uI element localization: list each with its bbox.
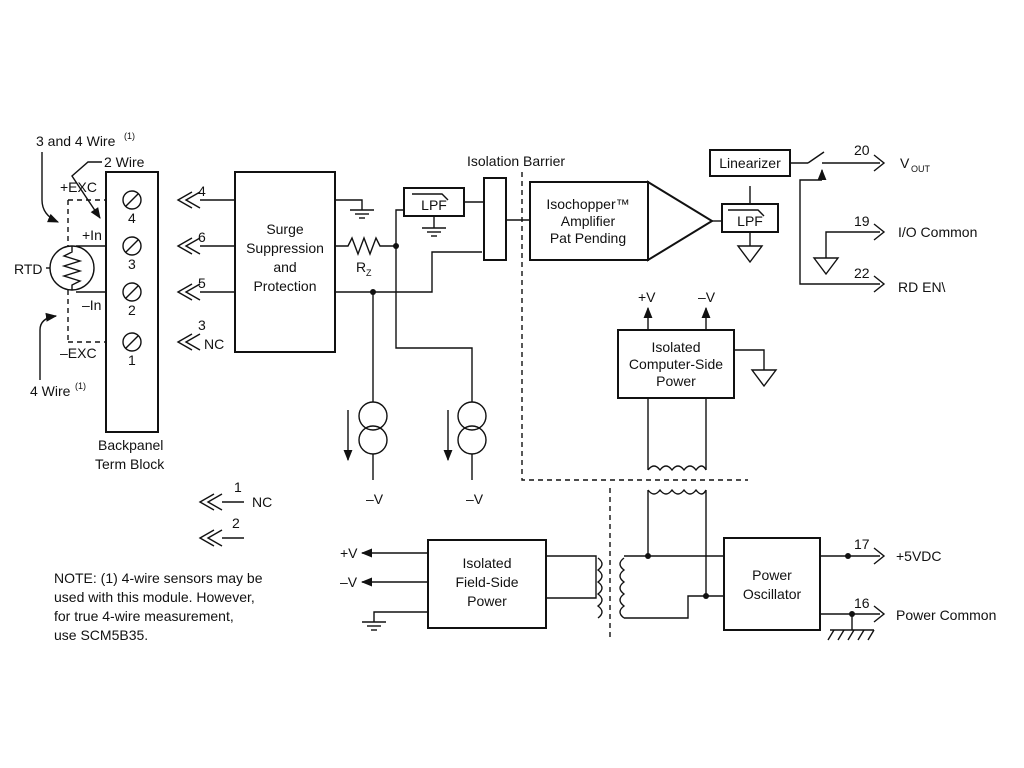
vout-label: V [900,155,910,171]
vout-sub: OUT [911,164,931,174]
svg-text:Power: Power [467,593,507,609]
linearizer-block: Linearizer [709,149,880,285]
backpanel-label: Backpanel [98,437,163,453]
svg-text:Suppression: Suppression [246,240,324,256]
note: NOTE: (1) 4-wire sensors may be used wit… [54,570,263,643]
surge-block: Surge Suppression and Protection [234,171,336,353]
svg-text:NOTE: (1) 4-wire sensors may b: NOTE: (1) 4-wire sensors may be [54,570,263,586]
plus-v-field-label: +V [340,545,358,561]
svg-text:Amplifier: Amplifier [561,213,616,229]
svg-text:Pat Pending: Pat Pending [550,230,626,246]
three-four-wire-sup: (1) [124,131,135,141]
svg-text:Power: Power [752,567,792,583]
svg-text:3: 3 [128,256,136,272]
minus-v-field-label: –V [340,574,358,590]
lpf-1-block: LPF [403,187,484,237]
svg-text:Power: Power [656,373,696,389]
svg-text:LPF: LPF [421,197,447,213]
pin-22-label: 22 [854,265,870,281]
rtd-section: 3 and 4 Wire (1) 2 Wire +EXC +In –In –EX… [14,131,145,399]
svg-text:Isolated: Isolated [651,339,700,355]
current-source-left: –V [343,401,388,507]
pin-20-label: 20 [854,142,870,158]
terminal-1: 1 [122,332,142,368]
svg-text:Isochopper™: Isochopper™ [546,196,629,212]
svg-text:Protection: Protection [253,278,316,294]
svg-text:Surge: Surge [266,221,304,237]
svg-text:Isolated: Isolated [462,555,511,571]
pin-5-label: 5 [198,275,206,291]
nc-top-label: NC [204,336,224,352]
field-side-power: Isolated Field-Side Power +V –V [340,539,597,631]
power-oscillator: Power Oscillator 17 +5VDC 16 Power Commo… [723,536,996,641]
minus-v-left-label: –V [366,491,384,507]
svg-text:LPF: LPF [737,213,763,229]
rtd-label: RTD [14,261,43,277]
output-switch [807,151,825,164]
two-wire-label: 2 Wire [104,154,145,170]
pin-19-label: 19 [854,213,870,229]
output-pins: 20 V OUT 19 I/O Common 22 RD EN\ [812,142,977,295]
svg-text:Linearizer: Linearizer [719,155,781,171]
rz-sub: Z [366,268,372,278]
minus-v-top-label: –V [698,289,716,305]
isolation-barrier: Isolation Barrier [467,153,748,481]
terminal-block: 4 3 2 1 Backpanel Term Block [95,171,165,472]
signal-wiring: R Z [335,199,482,402]
minus-v-right-label: –V [466,491,484,507]
svg-text:2: 2 [128,302,136,318]
svg-text:Field-Side: Field-Side [455,574,518,590]
minus-exc-label: –EXC [60,345,97,361]
three-four-wire-label: 3 and 4 Wire [36,133,116,149]
connector-chevrons: 4 6 5 3 NC [176,183,235,352]
pin-2-label: 2 [232,515,240,531]
bottom-transformer [596,553,724,619]
svg-text:1: 1 [128,352,136,368]
computer-side-power: Isolated Computer-Side Power +V –V [617,289,778,470]
isolation-barrier-label: Isolation Barrier [467,153,565,169]
minus-in-label: –In [82,297,101,313]
four-wire-sup: (1) [75,381,86,391]
svg-text:for true 4-wire measurement,: for true 4-wire measurement, [54,608,234,624]
extra-connectors: 1 NC 2 [198,479,272,547]
pin-16-label: 16 [854,595,870,611]
plus-in-label: +In [82,227,102,243]
pin-6-label: 6 [198,229,206,245]
isochopper-amplifier: Isochopper™ Amplifier Pat Pending [506,180,722,262]
io-common-label: I/O Common [898,224,977,240]
pin-3-label: 3 [198,317,206,333]
plus-exc-label: +EXC [60,179,97,195]
lpf-2-block: LPF [721,186,779,264]
nc-bottom-label: NC [252,494,272,510]
svg-text:Oscillator: Oscillator [743,586,802,602]
svg-text:Computer-Side: Computer-Side [629,356,723,372]
rz-label: R [356,259,366,275]
current-source-right: –V [443,401,487,507]
pin-17-label: 17 [854,536,870,552]
terminal-3: 3 [122,236,142,272]
svg-text:4: 4 [128,210,136,226]
four-wire-label: 4 Wire [30,383,71,399]
terminal-4: 4 [122,190,142,226]
svg-text:used with this module. However: used with this module. However, [54,589,255,605]
plus-v-top-label: +V [638,289,656,305]
top-transformer [647,465,707,596]
svg-text:and: and [273,259,296,275]
terminal-2: 2 [122,282,142,318]
term-block-label: Term Block [95,456,165,472]
pin-1-label: 1 [234,479,242,495]
plus5vdc-label: +5VDC [896,548,942,564]
svg-text:use SCM5B35.: use SCM5B35. [54,627,148,643]
power-common-label: Power Common [896,607,996,623]
rd-en-label: RD EN\ [898,279,946,295]
pin-4-label: 4 [198,183,206,199]
